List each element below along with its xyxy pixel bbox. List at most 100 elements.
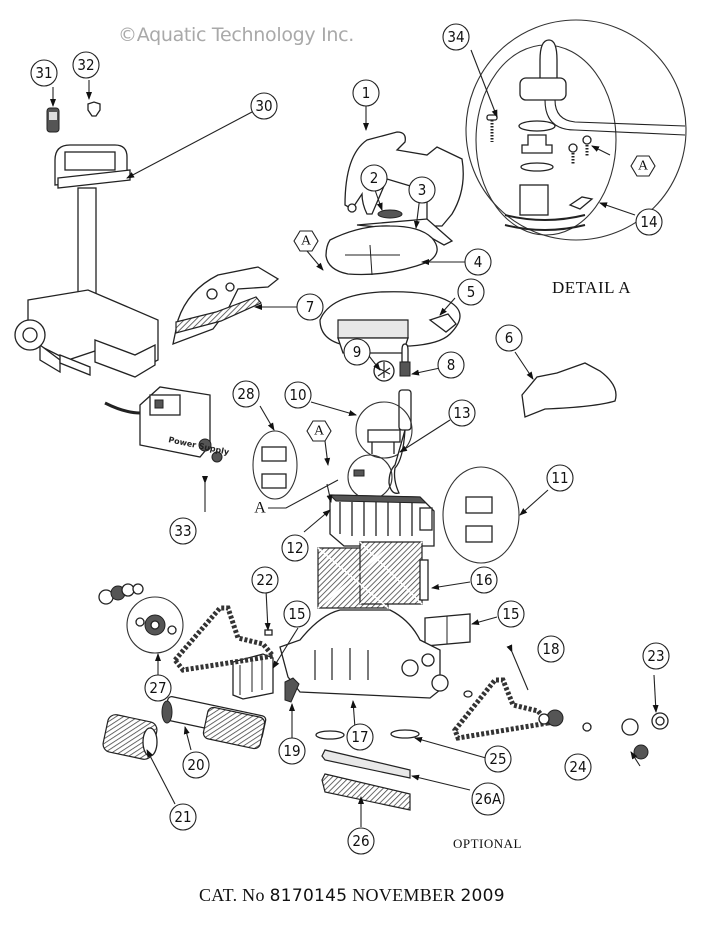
callout-31[interactable]: 31 [30,59,58,87]
svg-text:A: A [314,424,325,439]
callout-23[interactable]: 23 [642,642,670,670]
callout-14[interactable]: 14 [635,208,663,236]
callout-24[interactable]: 24 [564,753,592,781]
detail-a-callout-circle [347,454,393,500]
svg-text:2: 2 [370,169,379,187]
svg-text:17: 17 [351,728,368,746]
optional-label: OPTIONAL [453,836,522,851]
washer-left-part [315,730,345,740]
callout-9[interactable]: 9 [343,338,371,366]
catalog-year: 2009 [460,886,505,906]
svg-text:21: 21 [174,808,191,826]
callout-7[interactable]: 7 [296,293,324,321]
svg-text:14: 14 [640,213,657,231]
detail-ref-hex-detail[interactable]: A [630,155,656,177]
callout-30[interactable]: 30 [250,92,278,120]
detail-a-title: DETAIL A [552,278,631,297]
callout-22[interactable]: 22 [251,566,279,594]
callout-2[interactable]: 2 [360,164,388,192]
remote-control-part [46,107,60,133]
side-panel-left-part [172,266,280,346]
callout-5[interactable]: 5 [457,278,485,306]
side-panel-right-part [521,362,617,418]
svg-text:9: 9 [353,343,362,361]
svg-text:4: 4 [474,253,483,271]
svg-text:26: 26 [352,832,369,850]
detail-ref-hex-top[interactable]: A [293,230,319,252]
svg-text:15: 15 [502,605,519,623]
callout-20[interactable]: 20 [182,751,210,779]
upper-body-part [319,291,461,354]
callouts: 1 2 3 4 5 6 7 8 9 10 11 12 13 14 15 15 1… [30,23,670,855]
svg-text:12: 12 [286,539,303,557]
svg-text:8: 8 [447,356,456,374]
callout-27[interactable]: 27 [144,674,172,702]
callout-15-left[interactable]: 15 [283,600,311,628]
filter-flap-left-part [232,653,274,700]
callout-12[interactable]: 12 [281,534,309,562]
callout-8[interactable]: 8 [437,351,465,379]
callout-10[interactable]: 10 [284,381,312,409]
washer-right-part [390,729,420,739]
svg-text:24: 24 [569,758,586,776]
foam-kit-28-part [252,430,298,500]
callout-33[interactable]: 33 [169,517,197,545]
callout-17[interactable]: 17 [346,723,374,751]
copyright-text: ©Aquatic Technology Inc. [118,24,355,46]
callout-13[interactable]: 13 [448,399,476,427]
svg-text:3: 3 [418,181,427,199]
drive-track-left-part [171,605,278,673]
catalog-month: NOVEMBER [352,885,456,905]
callout-6[interactable]: 6 [495,324,523,352]
bearing-24-part [621,718,649,760]
svg-text:28: 28 [237,385,254,403]
callout-11[interactable]: 11 [546,464,574,492]
callout-19[interactable]: 19 [278,737,306,765]
handle-grip-part [377,209,403,219]
catalog-code: 8170145 [269,886,348,906]
callout-34[interactable]: 34 [442,23,470,51]
callout-21[interactable]: 21 [169,803,197,831]
callout-18[interactable]: 18 [537,635,565,663]
detail-ref-a-label[interactable]: A [254,500,266,517]
callout-26[interactable]: 26 [347,827,375,855]
detail-a-view [465,19,687,241]
chassis-part [279,609,449,699]
callout-32[interactable]: 32 [72,51,100,79]
callout-4[interactable]: 4 [464,248,492,276]
catalog-number: CAT. No 8170145 NOVEMBER 2009 [199,885,505,906]
svg-text:15: 15 [288,605,305,623]
detail-ref-hex-mid[interactable]: A [306,420,332,442]
pin-part [264,629,273,636]
svg-text:23: 23 [647,647,664,665]
callout-25[interactable]: 25 [484,745,512,773]
callout-16[interactable]: 16 [470,566,498,594]
motor-bracket-part [355,401,413,459]
svg-text:A: A [638,159,649,174]
callout-28[interactable]: 28 [232,380,260,408]
callout-3[interactable]: 3 [408,176,436,204]
latch-part [284,677,300,703]
svg-text:20: 20 [187,756,204,774]
impeller-part [373,360,395,382]
filter-flap-right-part [424,613,471,647]
catalog-prefix: CAT. No [199,885,265,905]
motor-unit-part [328,494,435,547]
svg-text:25: 25 [489,750,506,768]
svg-text:10: 10 [289,386,306,404]
caddy-cart-part [14,144,159,378]
bearings-left-part [98,583,144,605]
handle-part [344,131,464,227]
callout-15-right[interactable]: 15 [497,600,525,628]
svg-text:A: A [301,234,312,249]
detail-a-references: A A A A [254,155,656,517]
svg-text:18: 18 [542,640,559,658]
svg-text:16: 16 [475,571,492,589]
callout-26a[interactable]: 26A [471,782,505,816]
brush-holder-part [321,749,411,779]
svg-text:11: 11 [551,469,568,487]
drive-track-right-part [452,677,553,741]
callout-1[interactable]: 1 [352,79,380,107]
